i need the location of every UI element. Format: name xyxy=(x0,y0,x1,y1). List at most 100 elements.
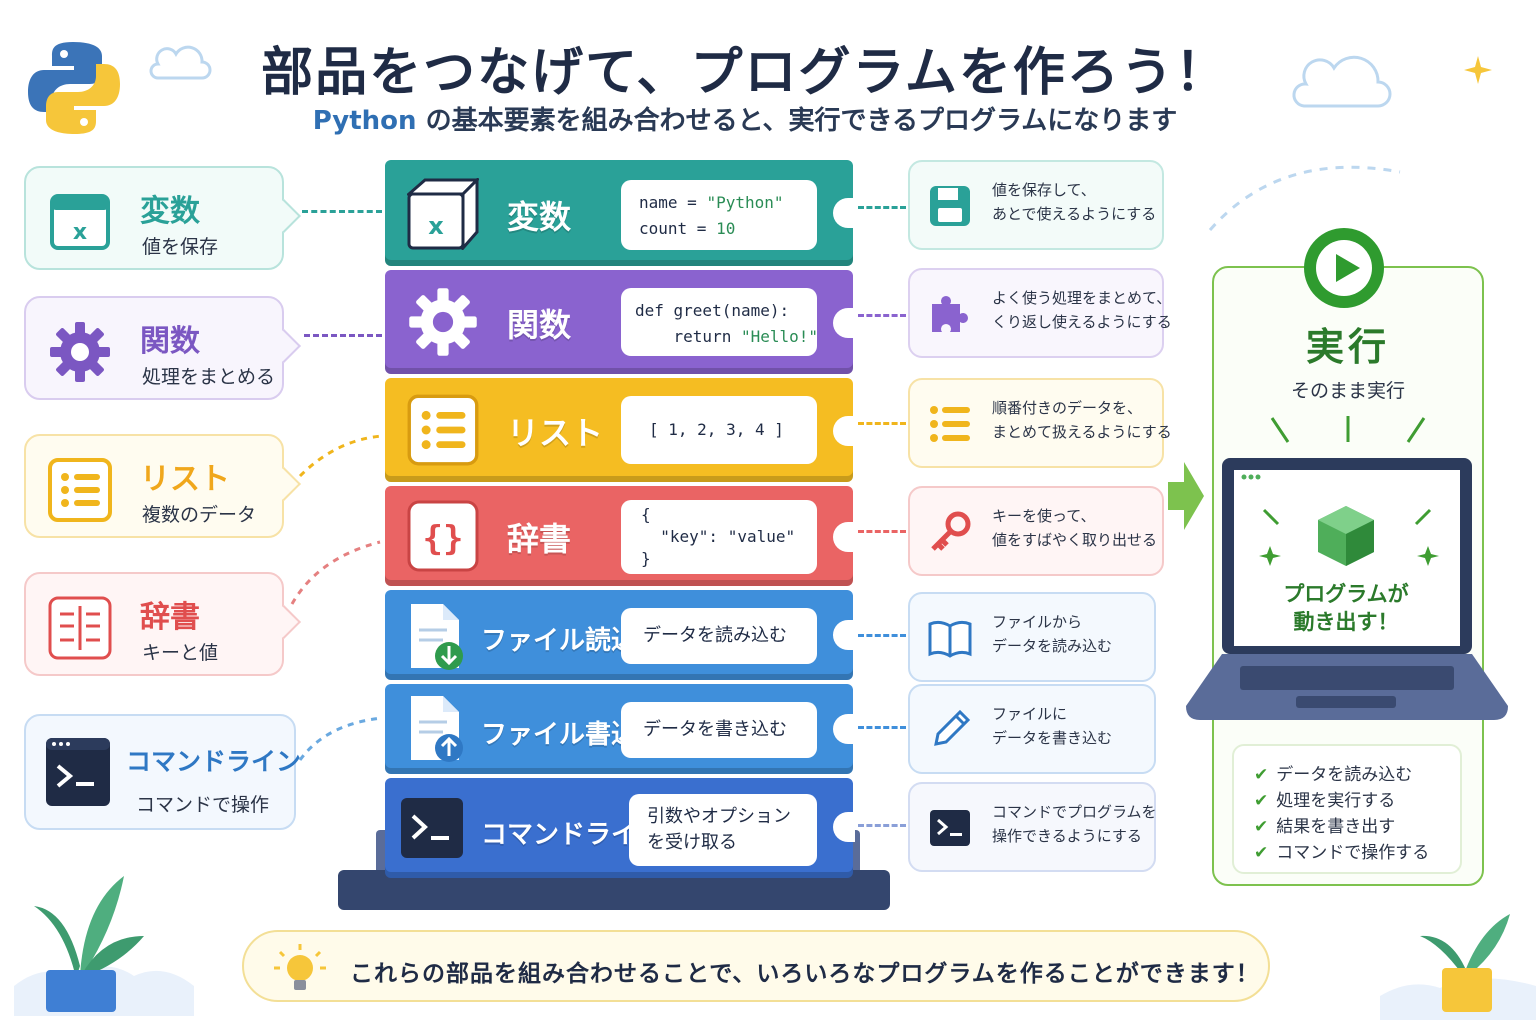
sparkle-icon xyxy=(1464,56,1492,84)
page-subtitle: Python の基本要素を組み合わせると、実行できるプログラムになります xyxy=(230,100,1260,137)
connector xyxy=(304,334,382,337)
checklist-label: 結果を書き出す xyxy=(1276,817,1396,837)
bottom-banner: これらの部品を組み合わせることで、いろいろなプログラムを作ることができます！ xyxy=(242,930,1270,1002)
code-line: [ 1, 2, 3, 4 ] xyxy=(649,420,784,439)
left-card-name: 変数 xyxy=(140,194,200,229)
block-list: リスト [ 1, 2, 3, 4 ] xyxy=(385,378,855,482)
screen-line: プログラムが xyxy=(1283,582,1409,606)
info-card-text: ファイルからデータを読み込む xyxy=(992,610,1112,658)
left-card-variable: x 変数 値を保存 xyxy=(24,166,301,270)
block-name: ファイル書込 xyxy=(481,720,638,750)
left-card-name: コマンドライン xyxy=(126,747,302,776)
svg-text:x: x xyxy=(428,212,444,240)
block-name: 変数 xyxy=(507,198,572,236)
left-card-name: 関数 xyxy=(140,324,200,359)
info-line: まとめて扱えるようにする xyxy=(992,423,1172,441)
page-title: 部品をつなげて、プログラムを作ろう！ xyxy=(261,43,1229,103)
cloud-icon xyxy=(149,45,212,80)
check-icon: ✔ xyxy=(1254,843,1269,863)
left-card-name: 辞書 xyxy=(140,600,200,635)
laptop xyxy=(1186,458,1508,720)
info-card-text: 順番付きのデータを、まとめて扱えるようにする xyxy=(992,396,1172,444)
block-notch xyxy=(833,416,855,446)
code-line: を受け取る xyxy=(647,832,737,853)
card-tail xyxy=(267,199,301,233)
connector xyxy=(302,210,382,213)
svg-text:{}: {} xyxy=(423,519,464,559)
plant-left xyxy=(14,876,194,1016)
gear-icon xyxy=(50,322,110,382)
screen-message: プログラムが動き出す！ xyxy=(1236,580,1456,636)
info-line: あとで使えるようにする xyxy=(992,205,1157,223)
left-card-list: リスト 複数のデータ xyxy=(24,434,301,538)
connector xyxy=(858,530,906,533)
run-checklist: ✔ データを読み込む ✔ 処理を実行する ✔ 結果を書き出す ✔ コマンドで操作する xyxy=(1232,744,1462,874)
info-card-list: 順番付きのデータを、まとめて扱えるようにする xyxy=(908,378,1172,468)
block-variable: x 変数 name = "Python" count = 10 xyxy=(385,160,855,266)
puzzle-icon xyxy=(932,296,968,332)
code-line: } xyxy=(641,549,651,568)
check-icon: ✔ xyxy=(1254,817,1269,837)
checklist-item: ✔ データを読み込む xyxy=(1254,760,1412,785)
box-icon: x xyxy=(407,178,479,250)
code-snippet: [ 1, 2, 3, 4 ] xyxy=(621,396,817,464)
code-string: "Hello!" xyxy=(740,327,819,346)
block-name: 関数 xyxy=(507,306,572,344)
code-line: 引数やオプション xyxy=(647,806,791,827)
code-line: { xyxy=(641,505,651,524)
check-icon: ✔ xyxy=(1254,765,1269,785)
plant-right xyxy=(1380,914,1536,1020)
block-name: リスト xyxy=(507,414,604,452)
block-name: ファイル読込 xyxy=(481,626,638,656)
python-logo xyxy=(28,42,120,134)
block-notch xyxy=(833,812,855,842)
code-line: count = xyxy=(639,219,717,238)
left-card-dict: 辞書 キーと値 xyxy=(24,572,301,676)
connector xyxy=(858,824,906,827)
checklist-item: ✔ 結果を書き出す xyxy=(1254,812,1395,837)
file-upload-icon xyxy=(411,696,463,762)
braces-icon: {} xyxy=(407,500,479,572)
info-line: コマンドでプログラムを xyxy=(992,803,1157,821)
code-number: 10 xyxy=(716,219,736,238)
code-snippet: データを読み込む xyxy=(621,608,817,664)
arrow-right-icon xyxy=(1168,462,1204,530)
subtitle-python: Python xyxy=(312,106,417,136)
code-string: "Python" xyxy=(706,193,784,212)
info-line: ファイルに xyxy=(992,705,1068,723)
connector xyxy=(858,206,906,209)
connector xyxy=(298,434,383,478)
check-icon: ✔ xyxy=(1254,791,1269,811)
left-card-name: リスト xyxy=(140,462,230,497)
info-line: キーを使って、 xyxy=(992,507,1096,525)
left-card-function: 関数 処理をまとめる xyxy=(24,296,301,400)
checklist-label: コマンドで操作する xyxy=(1276,843,1430,863)
code-snippet: データを書き込む xyxy=(621,702,817,758)
code-snippet: 引数やオプション を受け取る xyxy=(629,794,817,866)
code-line: "key": "value" xyxy=(641,527,796,546)
connector xyxy=(290,540,381,605)
info-line: 値を保存して、 xyxy=(992,181,1096,199)
play-icon[interactable] xyxy=(1302,226,1386,310)
block-file-read: ファイル読込 データを読み込む xyxy=(385,590,855,680)
save-icon xyxy=(930,186,970,226)
code-line: データを読み込む xyxy=(643,625,787,646)
terminal-icon xyxy=(46,738,110,806)
code-snippet: def greet(name): return "Hello!" xyxy=(621,288,819,356)
block-notch xyxy=(833,714,855,744)
left-card-desc: キーと値 xyxy=(142,642,219,664)
key-icon xyxy=(931,511,971,551)
code-line: name = xyxy=(639,193,707,212)
code-snippet: { "key": "value" } xyxy=(621,500,817,574)
code-line: def greet(name): xyxy=(635,301,790,320)
connector xyxy=(858,314,906,317)
left-card-commandline: コマンドライン コマンドで操作 xyxy=(24,714,301,830)
lightbulb-icon xyxy=(274,944,326,990)
left-card-desc: 処理をまとめる xyxy=(142,366,276,388)
cloud-icon xyxy=(1292,55,1392,108)
card-tail xyxy=(267,605,301,639)
checklist-label: 処理を実行する xyxy=(1276,791,1396,811)
connector xyxy=(858,634,906,637)
block-dict: {} 辞書 { "key": "value" } xyxy=(385,486,855,586)
checklist-label: データを読み込む xyxy=(1276,765,1413,785)
